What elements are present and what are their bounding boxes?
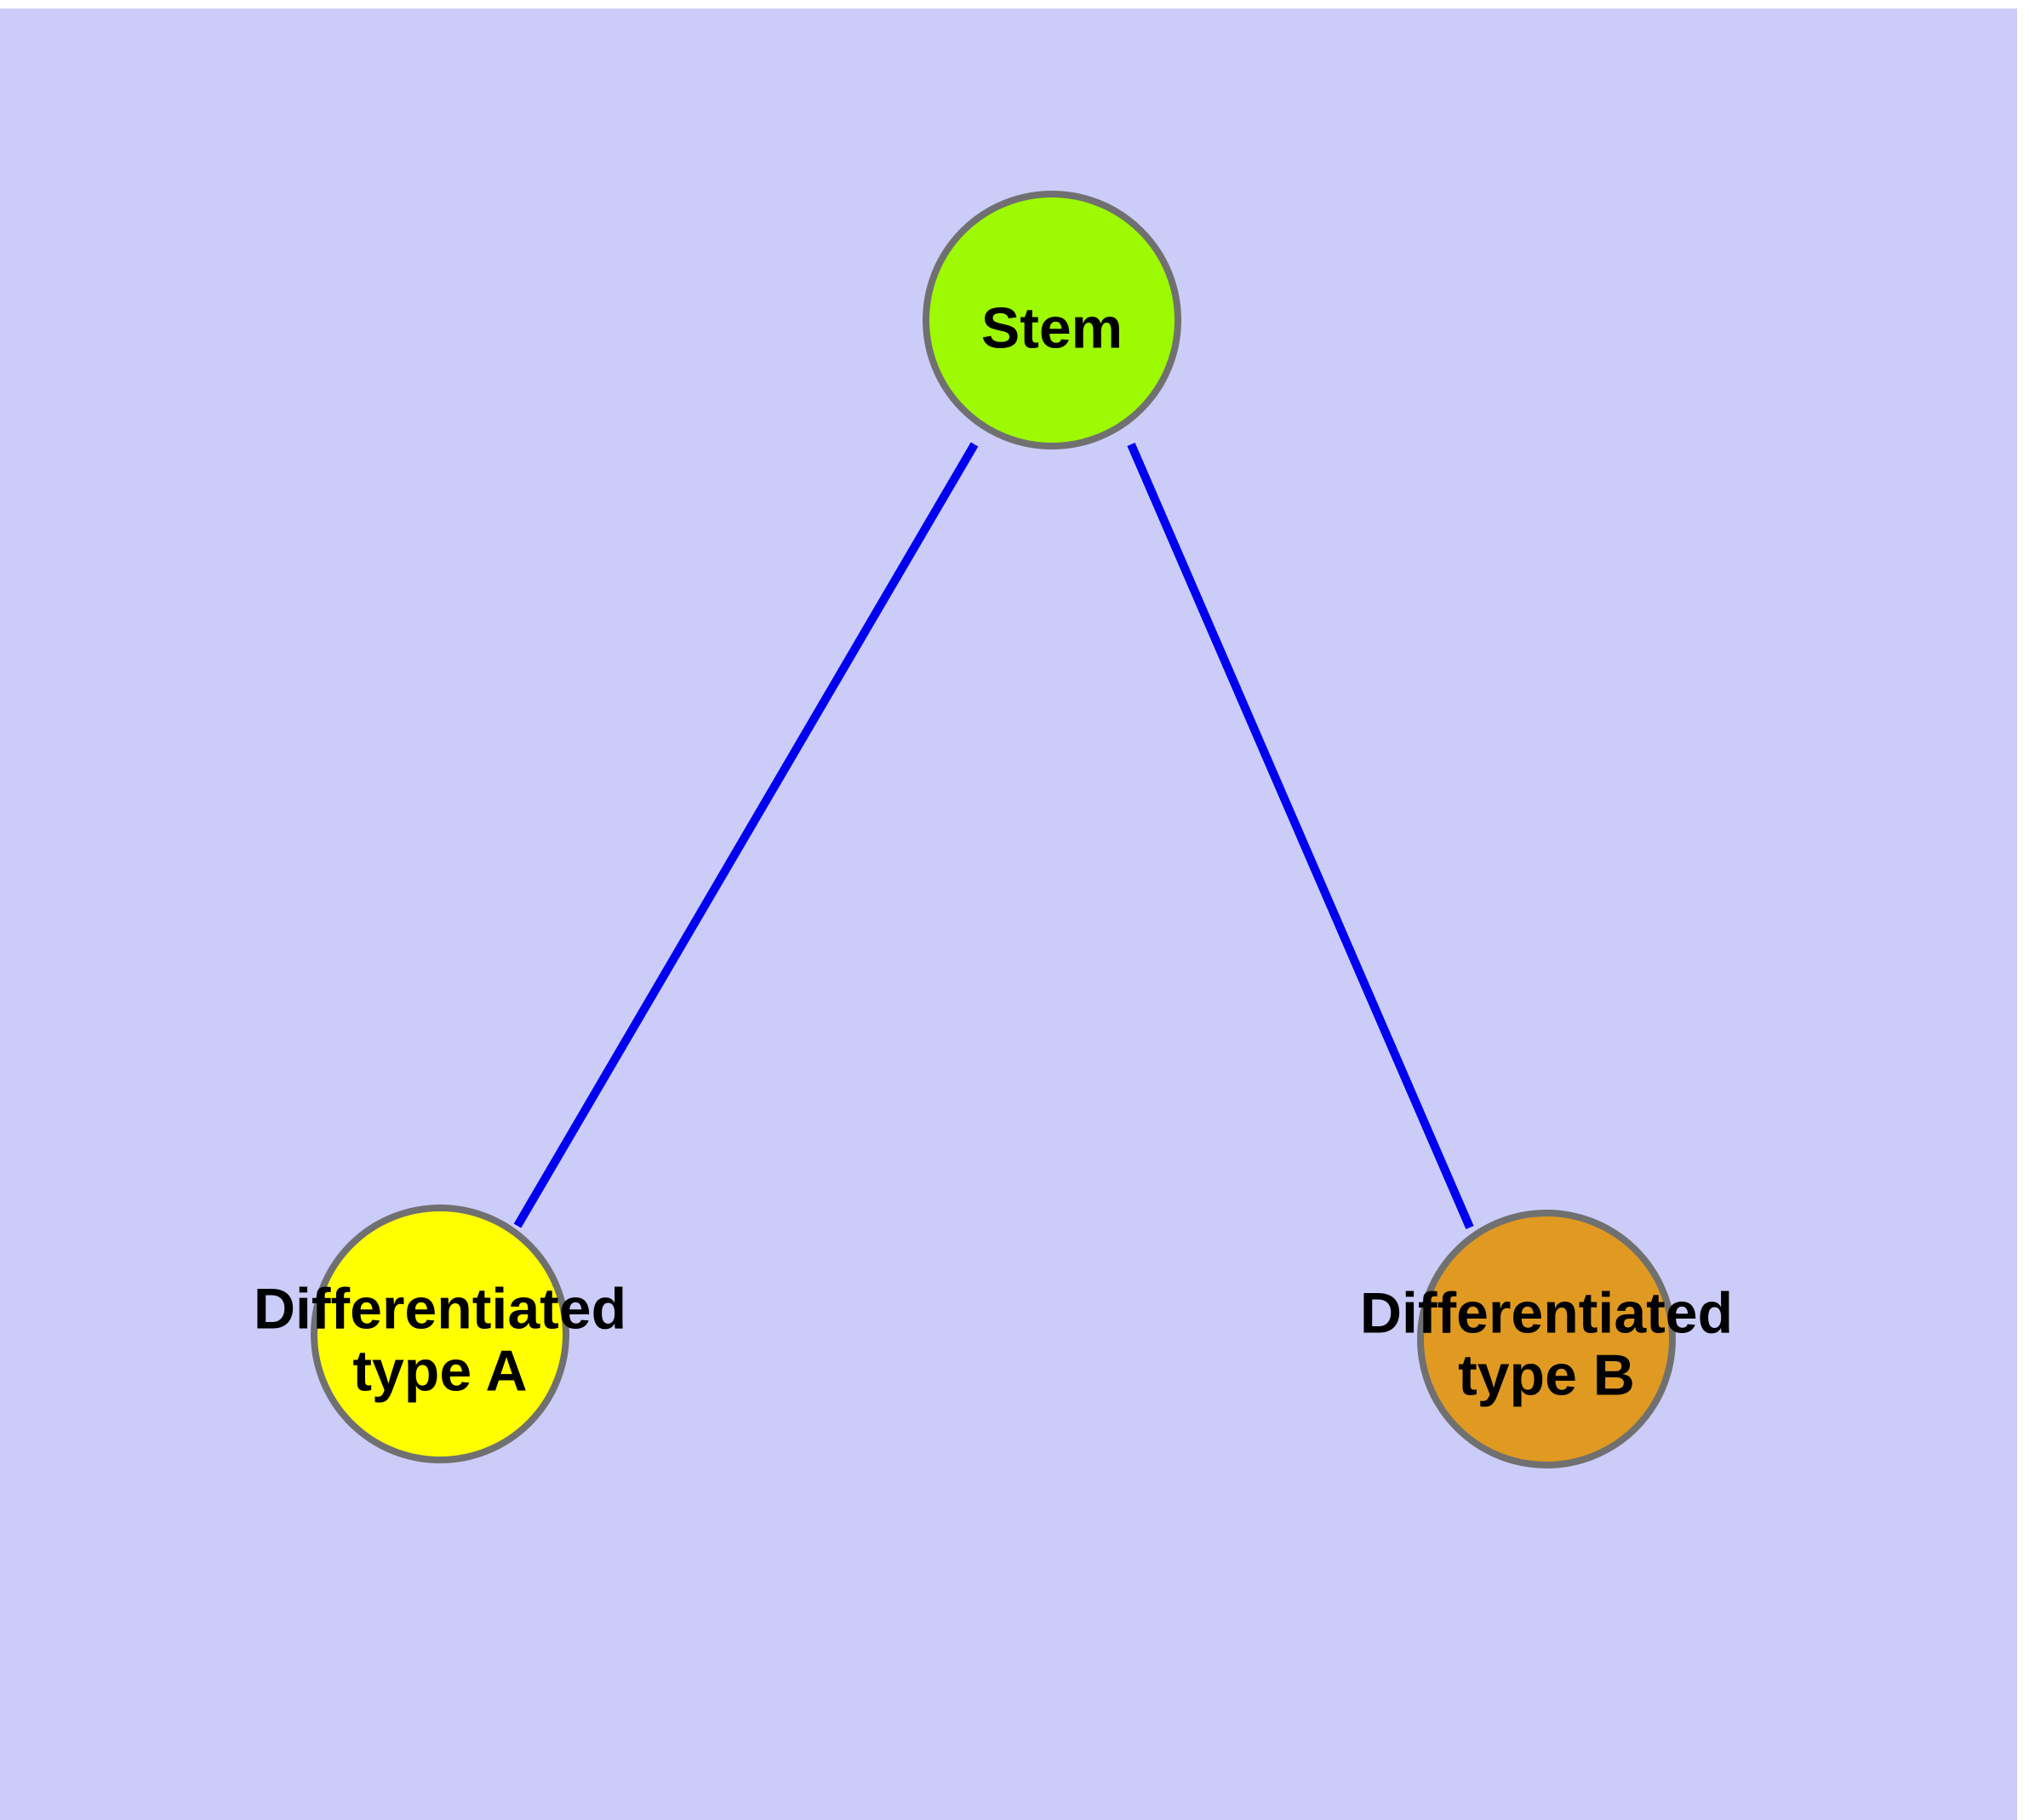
node-layer (311, 191, 1676, 1468)
node-differentiated-type-a[interactable] (311, 1205, 569, 1463)
edge-stem-to-diff-a[interactable] (513, 442, 979, 1228)
edge-layer (513, 442, 1474, 1229)
edge-stem-to-diff-b[interactable] (1127, 443, 1474, 1229)
node-differentiated-type-b[interactable] (1417, 1210, 1676, 1468)
graph-svg (311, 191, 1676, 1468)
node-stem[interactable] (923, 191, 1181, 449)
